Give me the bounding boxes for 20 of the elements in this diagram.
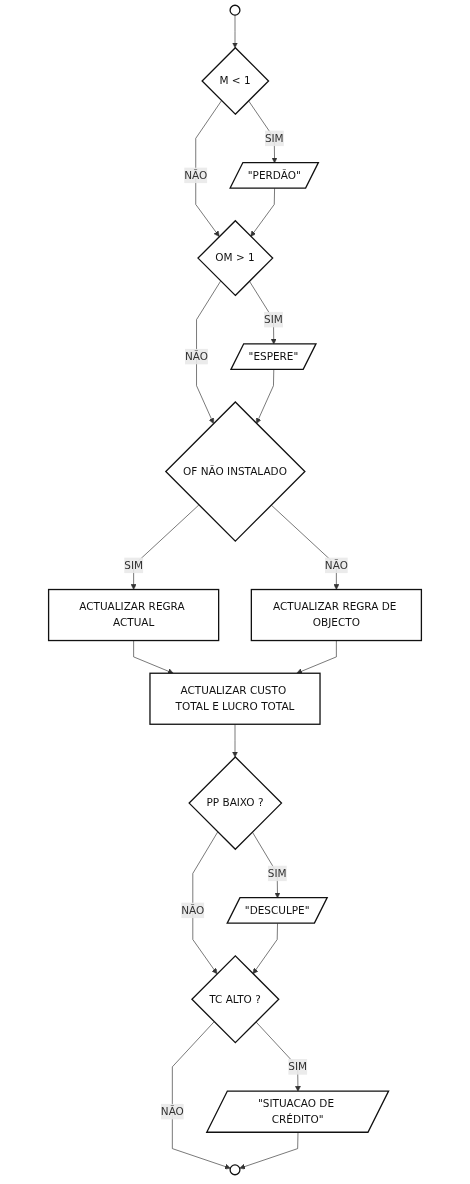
node-diamond: PP BAIXO ?	[188, 756, 283, 851]
edge-label: SIM	[124, 558, 144, 572]
node-box: ACTUALIZAR CUSTO TOTAL E LUCRO TOTAL	[149, 672, 321, 725]
edge-label: SIM	[264, 313, 283, 326]
node-box: ACTUALIZAR REGRA DE OBJECTO	[250, 588, 423, 642]
edge-label: SIM	[264, 131, 284, 145]
node-diamond: OF NÃO INSTALADO	[164, 401, 306, 543]
edge-label: NÃO	[185, 350, 209, 363]
node-diamond: M < 1	[201, 46, 270, 116]
edge-label: SIM	[267, 866, 287, 880]
edge-label: NÃO	[160, 1105, 184, 1118]
node-circle	[229, 4, 241, 16]
node-diamond: TC ALTO ?	[191, 954, 280, 1044]
edge-label: NÃO	[181, 903, 205, 917]
node-diamond: OM > 1	[197, 219, 274, 297]
node-box: ACTUALIZAR REGRA ACTUAL	[47, 588, 220, 642]
edge-label: NÃO	[324, 558, 348, 572]
node-circle	[229, 1164, 241, 1176]
edge-label: SIM	[288, 1060, 308, 1073]
edge-label: NÃO	[184, 168, 208, 182]
